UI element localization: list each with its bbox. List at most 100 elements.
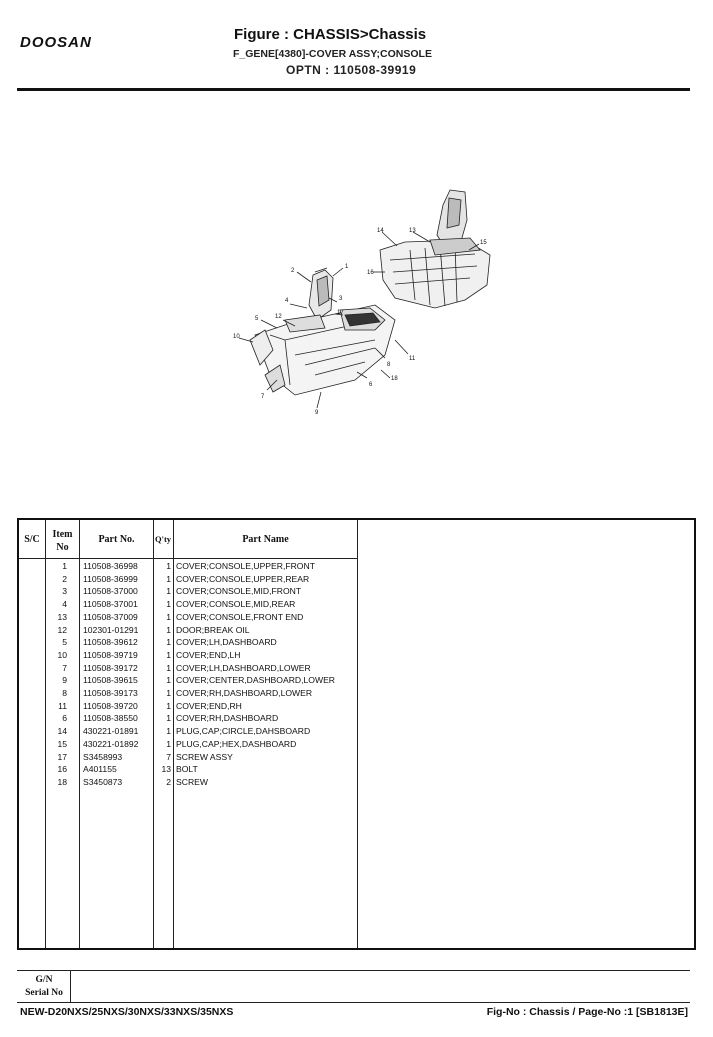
qty-cell: 13 [161,764,171,775]
callout-6: 6 [369,382,373,388]
qty-cell: 1 [166,611,171,622]
header-divider [17,88,690,91]
qty-cell: 1 [166,573,171,584]
item-no-cell: 2 [62,573,67,584]
qty-cell: 1 [166,738,171,749]
figure-page-number: Fig-No : Chassis / Page-No :1 [SB1813E] [486,1006,688,1018]
part-name-cell: BOLT [176,764,198,775]
callout-16: 16 [367,270,374,276]
part-name-cell: SCREW [176,776,208,787]
item-no-cell: 10 [57,649,67,660]
callout-4: 4 [285,298,289,304]
callout-17: 17 [337,310,344,316]
part-name-cell: COVER;END,RH [176,700,242,711]
qty-cell: 7 [166,751,171,762]
qty-cell: 1 [166,586,171,597]
figure-subtitle: F_GENE[4380]-COVER ASSY;CONSOLE [233,48,432,60]
qty-cell: 1 [166,599,171,610]
model-list: NEW-D20NXS/25NXS/30NXS/33NXS/35NXS [20,1006,234,1018]
item-no-cell: 16 [57,764,67,775]
table-row: 14 430221-01891 1 PLUG,CAP;CIRCLE,DAHSBOARD [19,725,357,738]
item-no-cell: 17 [57,751,67,762]
callout-5: 5 [255,316,259,322]
qty-cell: 1 [166,675,171,686]
part-name-cell: COVER;LH,DASHBOARD,LOWER [176,662,311,673]
part-no-cell: 110508-37009 [83,611,138,622]
item-no-cell: 3 [62,586,67,597]
part-name-cell: COVER;RH,DASHBOARD [176,713,279,724]
qty-cell: 1 [166,700,171,711]
col-divider [153,520,154,948]
part-name-cell: COVER;CONSOLE,MID,REAR [176,599,296,610]
callout-1: 1 [345,264,349,270]
item-no-cell: 8 [62,688,67,698]
item-no-cell: 9 [62,675,67,686]
part-no-cell: 110508-36998 [83,561,138,571]
part-no-cell: A401155 [83,764,117,775]
option-number: OPTN : 110508-39919 [286,63,417,77]
part-no-cell: 110508-39719 [83,649,138,660]
part-name-cell: PLUG,CAP;CIRCLE,DAHSBOARD [176,726,311,737]
part-name-cell: PLUG,CAP;HEX,DASHBOARD [176,738,297,749]
table-row: 13 110508-37009 1 COVER;CONSOLE,FRONT END [19,611,357,624]
part-no-cell: 430221-01892 [83,738,139,749]
serial-no-label: Serial No [25,988,63,998]
part-no-cell: 110508-38550 [83,713,138,724]
callout-7: 7 [261,394,265,400]
part-no-cell: 430221-01891 [83,726,139,737]
part-name-cell: COVER;CONSOLE,FRONT END [176,611,304,622]
footer-divider [17,970,690,971]
qty-cell: 1 [166,637,171,648]
part-no-cell: 110508-39172 [83,662,138,673]
item-no-cell: 14 [57,726,67,737]
qty-cell: 1 [166,726,171,737]
qty-cell: 1 [166,688,171,698]
part-no-cell: 102301-01291 [83,624,139,635]
header-qty: Q'ty [154,534,172,544]
footer-cell-divider [70,970,71,1002]
callout-12: 12 [275,314,282,320]
callout-9: 9 [315,410,319,416]
gn-label: G/N [35,975,53,985]
table-row: 16 A401155 13 BOLT [19,763,357,776]
header-part-name: Part Name [242,534,289,545]
part-name-cell: COVER;CONSOLE,UPPER,FRONT [176,561,315,571]
part-no-cell: 110508-39612 [83,637,138,648]
part-no-cell: S3450873 [83,776,123,787]
figure-title: Figure : CHASSIS>Chassis [234,26,427,43]
part-name-cell: COVER;RH,DASHBOARD,LOWER [176,688,313,698]
item-no-cell: 11 [58,700,67,711]
part-name-cell: COVER;CENTER,DASHBOARD,LOWER [176,675,336,686]
qty-cell: 1 [166,624,171,635]
part-name-cell: DOOR;BREAK OIL [176,624,250,635]
part-name-cell: COVER;END,LH [176,649,241,660]
header-row-divider [19,558,357,559]
col-divider [357,520,358,948]
col-divider [45,520,46,948]
item-no-cell: 13 [57,611,67,622]
callout-14: 14 [377,228,384,234]
part-no-cell: 110508-39720 [83,700,138,711]
callout-2: 2 [291,268,295,274]
part-no-cell: 110508-37000 [83,586,138,597]
qty-cell: 1 [166,561,171,571]
callout-18: 18 [391,376,398,382]
item-no-cell: 12 [57,624,67,635]
part-name-cell: COVER;LH,DASHBOARD [176,637,277,648]
part-no-cell: S3458993 [83,751,123,762]
part-no-cell: 110508-36999 [83,573,138,584]
part-name-cell: SCREW ASSY [176,751,233,762]
item-no-cell: 6 [62,713,67,724]
header-part-no: Part No. [98,534,135,545]
col-divider [173,520,174,948]
